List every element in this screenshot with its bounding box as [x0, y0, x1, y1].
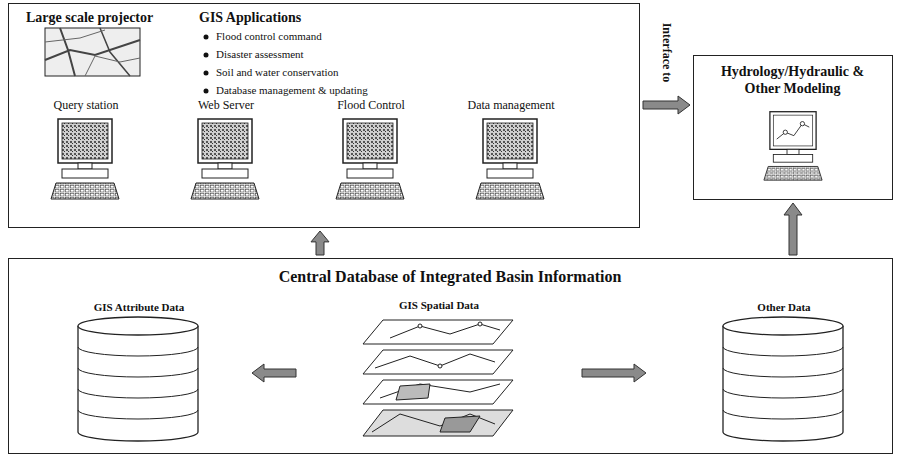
- node-text: Database management & updating: [216, 84, 516, 97]
- block-arrow: [311, 231, 329, 255]
- block-arrow: [252, 364, 296, 382]
- edge-label: Interface to: [659, 20, 674, 84]
- node-text: Web Server: [161, 98, 291, 112]
- block-arrow: [643, 96, 690, 114]
- applications-panel: Large scale projectorGIS ApplicationsFlo…: [8, 3, 640, 228]
- computer-icon: [764, 112, 822, 180]
- computer-icon: [51, 119, 119, 199]
- node-text: Disaster assessment: [216, 48, 516, 61]
- computer-icon: [476, 119, 544, 199]
- node-heading: GIS Spatial Data: [339, 299, 539, 312]
- block-arrow: [582, 364, 646, 382]
- database-cylinder: [723, 317, 843, 441]
- node-heading: GIS Attribute Data: [59, 301, 219, 314]
- node-heading: Other Data: [724, 301, 844, 314]
- bullet-dots: [204, 35, 209, 94]
- spatial-layers: [363, 320, 513, 436]
- map-image: [45, 28, 140, 76]
- node-heading: Hydrology/Hydraulic & Other Modeling: [704, 64, 881, 98]
- node-heading: Large scale projector: [26, 10, 196, 27]
- attribute-database: GIS Attribute Data: [39, 299, 249, 447]
- node-text: Flood control command: [216, 30, 516, 43]
- node-text: Data management: [446, 98, 576, 112]
- computer-icon: [191, 119, 259, 199]
- spatial-data-layers: GIS Spatial Data: [299, 299, 579, 447]
- node-heading: Central Database of Integrated Basin Inf…: [9, 267, 891, 286]
- modeling-box: Hydrology/Hydraulic & Other Modeling: [693, 55, 893, 200]
- block-arrow: [784, 203, 802, 255]
- node-text: GIS Applications: [199, 10, 419, 27]
- database-cylinder: [78, 317, 198, 441]
- computer-icon: [336, 119, 404, 199]
- node-text: Query station: [21, 98, 151, 112]
- central-database-panel: Central Database of Integrated Basin Inf…: [8, 258, 893, 454]
- node-text: Soil and water conservation: [216, 66, 516, 79]
- node-text: Flood Control: [306, 98, 436, 112]
- other-database: Other Data: [649, 299, 869, 447]
